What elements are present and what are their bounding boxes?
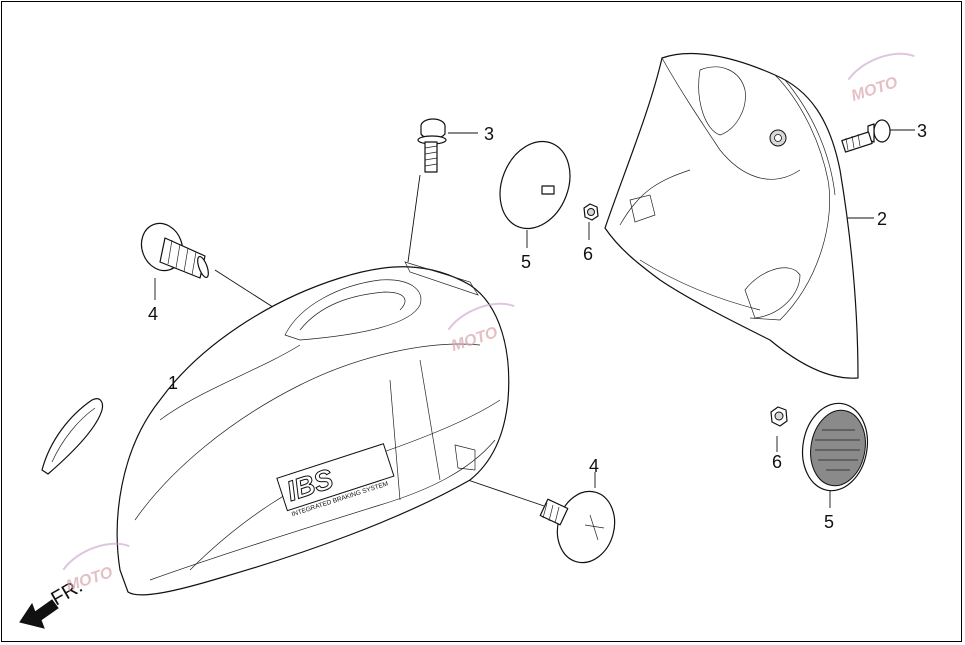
callout-labels: 1 2 3 3 4 4 5 5 6 6 [148, 121, 927, 532]
screw-bottom [539, 490, 616, 564]
side-trim-piece [41, 398, 104, 475]
callout-6-bottom: 6 [772, 452, 782, 472]
bolt-right [841, 119, 891, 153]
front-fender-part: IBS INTEGRATED BRAKING SYSTEM [116, 261, 510, 596]
callout-4-bottom: 4 [589, 456, 599, 476]
reflector-bottom [801, 402, 869, 492]
callout-4-left: 4 [148, 304, 158, 324]
callout-2: 2 [877, 209, 887, 229]
callout-6-top: 6 [583, 244, 593, 264]
nut-bottom [770, 406, 788, 427]
callout-3-top: 3 [484, 124, 494, 144]
callout-5-bottom: 5 [824, 512, 834, 532]
watermark-text-1: MOTO [849, 74, 900, 105]
screw-left [140, 222, 209, 279]
cap-top [499, 140, 571, 230]
callout-1: 1 [168, 373, 178, 393]
callout-3-right: 3 [917, 121, 927, 141]
arrow-icon [19, 599, 59, 629]
nut-top [583, 203, 599, 221]
bolt-top [417, 118, 447, 173]
rear-fender-part [604, 52, 859, 379]
watermark-top-right: MOTO [847, 52, 915, 105]
callout-5-top: 5 [521, 252, 531, 272]
watermark-text-3: MOTO [64, 564, 115, 595]
